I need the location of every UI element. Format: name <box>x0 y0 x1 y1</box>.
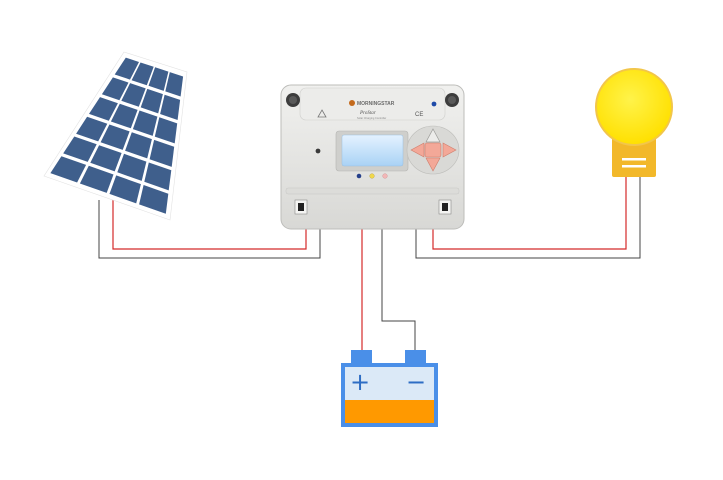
light-bulb-icon <box>595 68 673 177</box>
solar-cell <box>144 162 172 191</box>
battery-positive-label: + <box>350 368 370 396</box>
indicator-led-red <box>382 173 388 179</box>
charge-controller: MORNINGSTAR ProStar Solar Charging Contr… <box>280 84 465 230</box>
lcd-screen <box>341 134 404 167</box>
ce-mark: CE <box>415 112 423 118</box>
navigation-keypad <box>406 125 460 175</box>
battery-negative-terminal <box>405 350 426 364</box>
solar-cell <box>149 139 175 167</box>
battery-negative-label: − <box>406 368 426 396</box>
screw-head <box>289 96 297 104</box>
wires <box>98 176 641 350</box>
indicator-led-blue <box>356 173 362 179</box>
load-negative-wire <box>415 176 641 259</box>
bulb-base-band <box>622 158 646 161</box>
left-arrow-button <box>410 142 425 158</box>
up-arrow-button <box>425 128 441 143</box>
solar-cell <box>63 136 97 162</box>
solar-cell <box>101 77 129 101</box>
solar-negative-wire <box>98 200 321 259</box>
solar-cell <box>140 88 163 114</box>
solar-cell <box>76 116 108 142</box>
bulb-glass <box>595 68 673 146</box>
sensor-dot <box>315 148 321 154</box>
battery: + − <box>341 350 438 427</box>
solar-positive-wire <box>112 200 307 250</box>
screw-head <box>448 96 456 104</box>
solar-cell <box>79 165 114 193</box>
solar-cell <box>132 110 158 136</box>
controller-ledge <box>285 187 460 195</box>
solar-cell <box>121 83 146 107</box>
solar-cell <box>131 62 154 86</box>
right-arrow-button <box>442 142 457 158</box>
controller-brand: MORNINGSTAR <box>357 101 395 107</box>
center-button <box>424 142 442 158</box>
solar-cell <box>114 57 139 80</box>
solar-cell <box>90 145 122 172</box>
solar-cell <box>110 103 138 129</box>
solar-cell-grid <box>50 57 184 214</box>
solar-cell <box>160 94 181 120</box>
battery-icon: + − <box>341 350 438 427</box>
status-led <box>431 101 437 107</box>
morningstar-logo-icon <box>349 100 355 106</box>
bulb-base-band <box>622 165 646 168</box>
controller-top-plate <box>299 87 446 121</box>
solar-panel <box>43 51 188 221</box>
solar-cell <box>117 153 147 181</box>
down-arrow-button <box>425 157 441 172</box>
solar-cell <box>109 175 141 204</box>
battery-negative-wire <box>381 226 416 350</box>
solar-cell <box>139 185 169 214</box>
terminal-screw <box>298 203 304 211</box>
warning-triangle-icon <box>317 109 327 118</box>
solar-cell <box>50 156 87 183</box>
solar-panel-icon <box>43 51 188 221</box>
lamp <box>595 68 673 177</box>
solar-cell <box>165 72 184 97</box>
indicator-led-yellow <box>369 173 375 179</box>
load-positive-wire <box>432 176 627 250</box>
solar-cell <box>154 117 178 144</box>
controller-subtitle: Solar Charging Controller <box>357 116 386 120</box>
battery-positive-terminal <box>351 350 372 364</box>
solar-cell <box>125 132 152 159</box>
solar-cell <box>89 97 118 121</box>
controller-model: ProStar <box>359 111 376 116</box>
terminal-screw <box>442 203 448 211</box>
solar-cell <box>100 124 130 150</box>
battery-charge-level <box>345 400 434 423</box>
solar-cell <box>148 67 169 91</box>
